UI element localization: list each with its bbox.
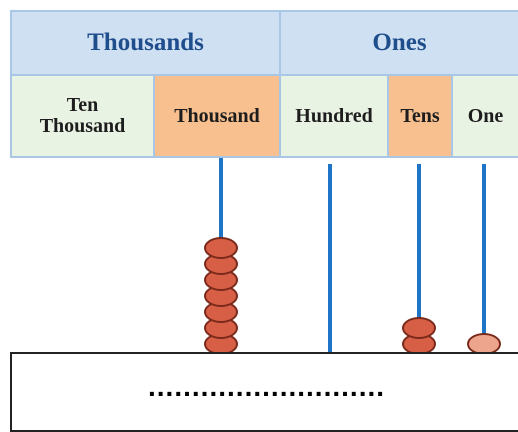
rod-hundred — [328, 164, 332, 352]
column-header-thousand: Thousand — [153, 74, 281, 158]
column-header-ten-thousand: Ten Thousand — [10, 74, 155, 158]
bead — [204, 237, 238, 259]
column-label-thousand-line2: Thousand — [39, 115, 126, 137]
group-header-thousands: Thousands — [10, 10, 281, 76]
bead — [402, 317, 436, 339]
rod-tens — [417, 164, 421, 352]
answer-blank: ........................... — [148, 371, 386, 402]
group-header-ones: Ones — [279, 10, 518, 76]
column-header-hundred: Hundred — [279, 74, 389, 158]
column-header-tens: Tens — [387, 74, 453, 158]
column-label-ten: Ten — [66, 94, 99, 116]
column-header-one: One — [451, 74, 518, 158]
rod-one — [482, 164, 486, 352]
